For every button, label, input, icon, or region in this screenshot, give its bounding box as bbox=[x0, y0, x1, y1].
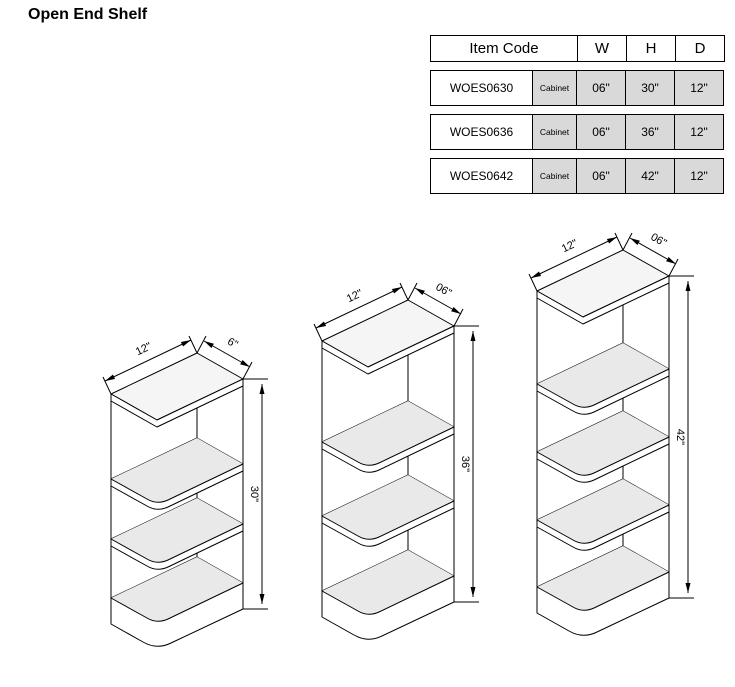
middle-shelf bbox=[321, 400, 455, 473]
depth-value-cell: 12" bbox=[674, 158, 724, 194]
middle-shelf bbox=[536, 410, 670, 483]
dimension-line bbox=[315, 286, 403, 329]
depth-value-cell: 12" bbox=[674, 114, 724, 150]
table-row: WOES0642 Cabinet 06" 42" 12" bbox=[430, 158, 728, 194]
shelf-top-surface bbox=[111, 438, 243, 503]
height-dimension: 30" bbox=[243, 378, 268, 610]
dimension-line bbox=[414, 287, 462, 315]
width-value-cell: 06" bbox=[576, 70, 626, 106]
item-code-cell: WOES0636 bbox=[430, 114, 533, 150]
table-row: WOES0636 Cabinet 06" 36" 12" bbox=[430, 114, 728, 150]
drawing-unit-42: 12" 06" 42" bbox=[528, 231, 694, 636]
middle-shelf bbox=[110, 497, 244, 570]
shelf-top-surface bbox=[322, 401, 454, 466]
shelf-front-edge bbox=[536, 436, 670, 476]
middle-shelf bbox=[536, 342, 670, 415]
shelf-top-surface bbox=[111, 498, 243, 563]
depth-dimension-label: 12" bbox=[134, 340, 154, 358]
middle-shelf bbox=[110, 437, 244, 510]
depth-dimension-label: 12" bbox=[345, 287, 365, 305]
width-dimension-label: 06" bbox=[433, 281, 453, 299]
width-value-cell: 06" bbox=[576, 158, 626, 194]
shelf-top-surface bbox=[537, 411, 669, 476]
middle-shelf bbox=[536, 478, 670, 551]
shelf-top-surface bbox=[322, 475, 454, 540]
shelf-drawings: 12" 6" 30" bbox=[102, 231, 694, 647]
top-edge-band bbox=[110, 378, 244, 428]
depth-value-cell: 12" bbox=[674, 70, 724, 106]
shelf-front-edge bbox=[536, 504, 670, 544]
width-dimension-label: 06" bbox=[648, 231, 668, 249]
width-value-cell: 06" bbox=[576, 114, 626, 150]
shelf-front-edge bbox=[536, 368, 670, 408]
col-header-w: W bbox=[577, 35, 627, 62]
shelf-top-surface bbox=[537, 479, 669, 544]
depth-dimension-label: 12" bbox=[560, 237, 580, 255]
shelf-top-surface bbox=[111, 557, 243, 622]
side-edges bbox=[321, 333, 455, 602]
item-code-cell: WOES0630 bbox=[430, 70, 533, 106]
witness-lines bbox=[407, 282, 464, 327]
top-edge-band bbox=[321, 325, 455, 375]
shelf-front-edge bbox=[536, 571, 670, 611]
witness-lines bbox=[313, 282, 409, 342]
shelf-top-surface bbox=[537, 546, 669, 611]
dimension-line bbox=[104, 339, 192, 382]
drawing-unit-30: 12" 6" 30" bbox=[102, 335, 268, 647]
height-dimension-label: 36" bbox=[459, 456, 471, 472]
shelf-front-edge bbox=[321, 575, 455, 615]
table-header-row: Item Code W H D bbox=[430, 35, 728, 62]
col-header-h: H bbox=[626, 35, 676, 62]
side-edges bbox=[110, 386, 244, 609]
bottom-shelf bbox=[536, 545, 670, 636]
witness-lines bbox=[622, 232, 679, 277]
shelf-front-edge bbox=[321, 500, 455, 540]
spec-table: Item Code W H D WOES0630 Cabinet 06" 30"… bbox=[430, 35, 728, 194]
table-row: WOES0630 Cabinet 06" 30" 12" bbox=[430, 70, 728, 106]
height-dimension-label: 30" bbox=[248, 486, 260, 502]
height-value-cell: 42" bbox=[625, 158, 675, 194]
shelf-front-edge bbox=[110, 523, 244, 563]
height-dimension: 42" bbox=[669, 275, 694, 599]
witness-lines bbox=[243, 378, 268, 610]
height-dimension-label: 42" bbox=[674, 429, 686, 445]
dimension-line bbox=[203, 340, 251, 368]
width-dimension-label: 6" bbox=[225, 336, 240, 351]
item-code-cell: WOES0642 bbox=[430, 158, 533, 194]
shelf-top-surface bbox=[322, 550, 454, 615]
item-type-cell: Cabinet bbox=[532, 114, 577, 150]
witness-lines bbox=[196, 335, 253, 380]
side-edges bbox=[536, 283, 670, 598]
shelf-front-edge bbox=[321, 426, 455, 466]
top-edge-band bbox=[536, 275, 670, 325]
shelf-top-surface bbox=[537, 343, 669, 408]
col-header-item-code: Item Code bbox=[430, 35, 578, 62]
witness-lines bbox=[454, 325, 479, 603]
width-dimension: 6" bbox=[196, 335, 253, 380]
bottom-shelf bbox=[321, 549, 455, 640]
height-dimension: 36" bbox=[454, 325, 479, 603]
col-header-d: D bbox=[675, 35, 725, 62]
witness-lines bbox=[528, 232, 624, 292]
witness-lines bbox=[669, 275, 694, 599]
witness-lines bbox=[102, 335, 198, 395]
height-value-cell: 36" bbox=[625, 114, 675, 150]
drawing-unit-36: 12" 06" 36" bbox=[313, 281, 479, 640]
dimension-line bbox=[629, 237, 677, 265]
shelf-front-edge bbox=[110, 463, 244, 503]
bottom-shelf bbox=[110, 556, 244, 647]
height-value-cell: 30" bbox=[625, 70, 675, 106]
item-type-cell: Cabinet bbox=[532, 158, 577, 194]
middle-shelf bbox=[321, 474, 455, 547]
item-type-cell: Cabinet bbox=[532, 70, 577, 106]
dimension-line bbox=[530, 236, 618, 279]
shelf-front-edge bbox=[110, 582, 244, 622]
page-title: Open End Shelf bbox=[28, 6, 148, 23]
